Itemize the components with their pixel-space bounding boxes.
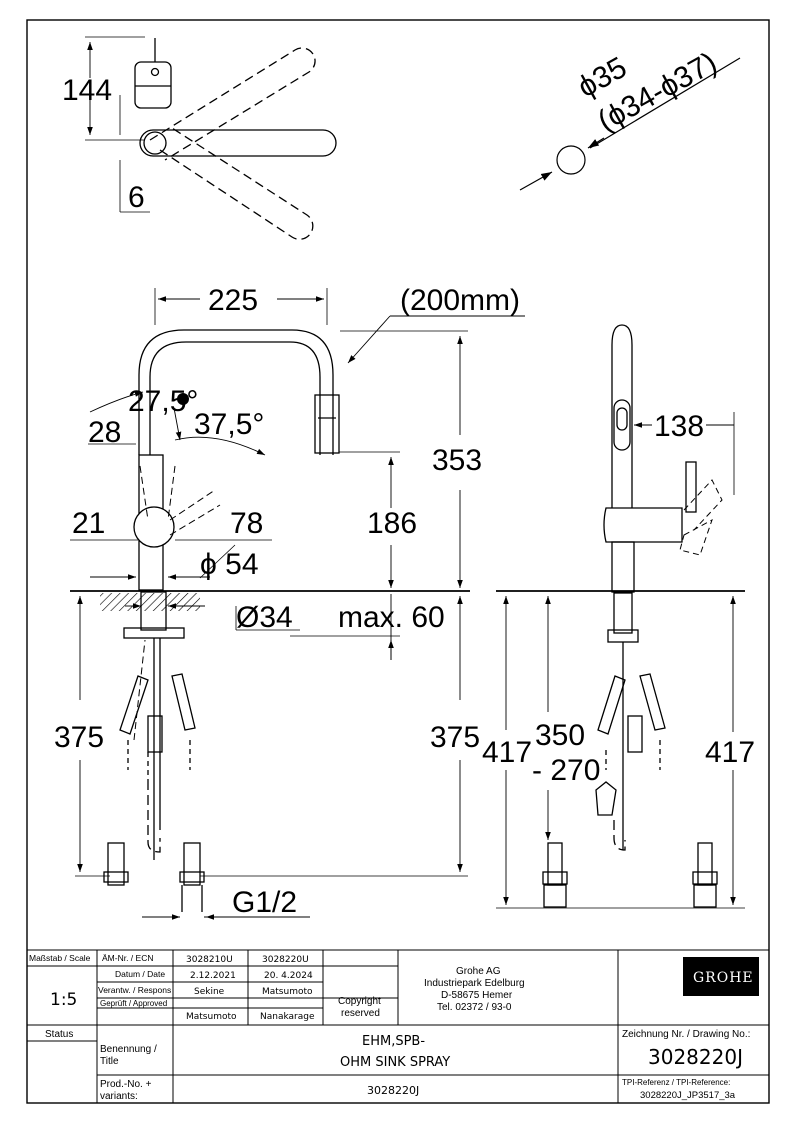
company-address-2: D-58675 Hemer bbox=[441, 990, 513, 1001]
dim-diam54: ϕ 54 bbox=[200, 548, 259, 581]
approved-1: Matsumoto bbox=[186, 1012, 237, 1022]
dim-375-left: 375 bbox=[54, 721, 104, 754]
scale-header: Maßstab / Scale bbox=[29, 953, 91, 963]
dim-144: 144 bbox=[62, 74, 112, 107]
dim-375-right: 375 bbox=[430, 721, 480, 754]
responsible-1: Sekine bbox=[194, 987, 225, 997]
dim-186: 186 bbox=[367, 507, 417, 540]
responsible-2: Matsumoto bbox=[262, 987, 313, 997]
dim-225: 225 bbox=[208, 284, 258, 317]
scale-value: 1:5 bbox=[50, 990, 77, 1010]
dim-138: 138 bbox=[654, 410, 704, 443]
dim-417-left: 417 bbox=[482, 736, 532, 769]
dim-hose-length: (200mm) bbox=[400, 284, 520, 317]
variants-label-2: variants: bbox=[100, 1091, 138, 1102]
dim-353: 353 bbox=[432, 444, 482, 477]
diameter-detail: ϕ35 (ϕ34-ϕ37) bbox=[519, 46, 741, 191]
ecn-label: ÄM-Nr. / ECN bbox=[102, 953, 153, 963]
sheet-border bbox=[26, 19, 770, 1104]
date-label: Datum / Date bbox=[115, 969, 165, 979]
dim-angle-37: 37,5° bbox=[194, 408, 264, 441]
ecn-1: 3028210U bbox=[186, 955, 233, 965]
title-label-2: Title bbox=[100, 1056, 119, 1067]
title-line-1: EHM,SPB- bbox=[362, 1034, 425, 1049]
tpi-label: TPI-Referenz / TPI-Reference: bbox=[622, 1078, 730, 1087]
dim-6: 6 bbox=[128, 181, 145, 214]
dim-270: - 270 bbox=[532, 754, 600, 787]
tpi-value: 3028220J_JP3517_3a bbox=[640, 1090, 736, 1101]
variants-value: 3028220J bbox=[367, 1084, 419, 1097]
variants-label-1: Prod.-No. + bbox=[100, 1079, 152, 1090]
ecn-2: 3028220U bbox=[262, 955, 309, 965]
approved-label: Geprüft / Approved bbox=[100, 999, 167, 1008]
copyright-line-1: Copyright bbox=[338, 996, 381, 1007]
top-view: 144 6 bbox=[62, 36, 337, 240]
responsible-label: Verantw. / Respons bbox=[98, 985, 171, 995]
date-2: 20. 4.2024 bbox=[264, 971, 313, 981]
dim-diam34: Ø34 bbox=[236, 601, 293, 634]
company-phone: Tel. 02372 / 93-0 bbox=[437, 1002, 512, 1013]
company-address-1: Industriepark Edelburg bbox=[424, 978, 525, 989]
approved-2: Nanakarage bbox=[260, 1012, 315, 1022]
drawing-no-label: Zeichnung Nr. / Drawing No.: bbox=[622, 1029, 750, 1040]
dim-max60: max. 60 bbox=[338, 601, 445, 634]
dim-417-right: 417 bbox=[705, 736, 755, 769]
copyright-line-2: reserved bbox=[341, 1008, 380, 1019]
title-block bbox=[27, 949, 769, 1103]
date-1: 2.12.2021 bbox=[190, 971, 236, 981]
dim-28: 28 bbox=[88, 416, 121, 449]
status-label: Status bbox=[45, 1029, 73, 1040]
side-view: 138 417 350 - 270 417 bbox=[482, 324, 755, 909]
title-label-1: Benennung / bbox=[100, 1044, 157, 1055]
dim-350: 350 bbox=[535, 719, 585, 752]
grohe-logo: GROHE bbox=[693, 970, 754, 986]
dim-thread: G1/2 bbox=[232, 886, 297, 919]
dim-78: 78 bbox=[230, 507, 263, 540]
drawing-no: 3028220J bbox=[648, 1045, 743, 1069]
title-block-text: Maßstab / Scale 1:5 ÄM-Nr. / ECN 3028210… bbox=[29, 953, 754, 1102]
front-view: 225 (200mm) 27,5° 37,5° 28 21 78 186 353… bbox=[54, 284, 525, 920]
title-line-2: OHM SINK SPRAY bbox=[340, 1055, 450, 1070]
dim-angle-27: 27,5° bbox=[128, 385, 198, 418]
dim-21: 21 bbox=[72, 507, 105, 540]
company-name: Grohe AG bbox=[456, 966, 501, 977]
